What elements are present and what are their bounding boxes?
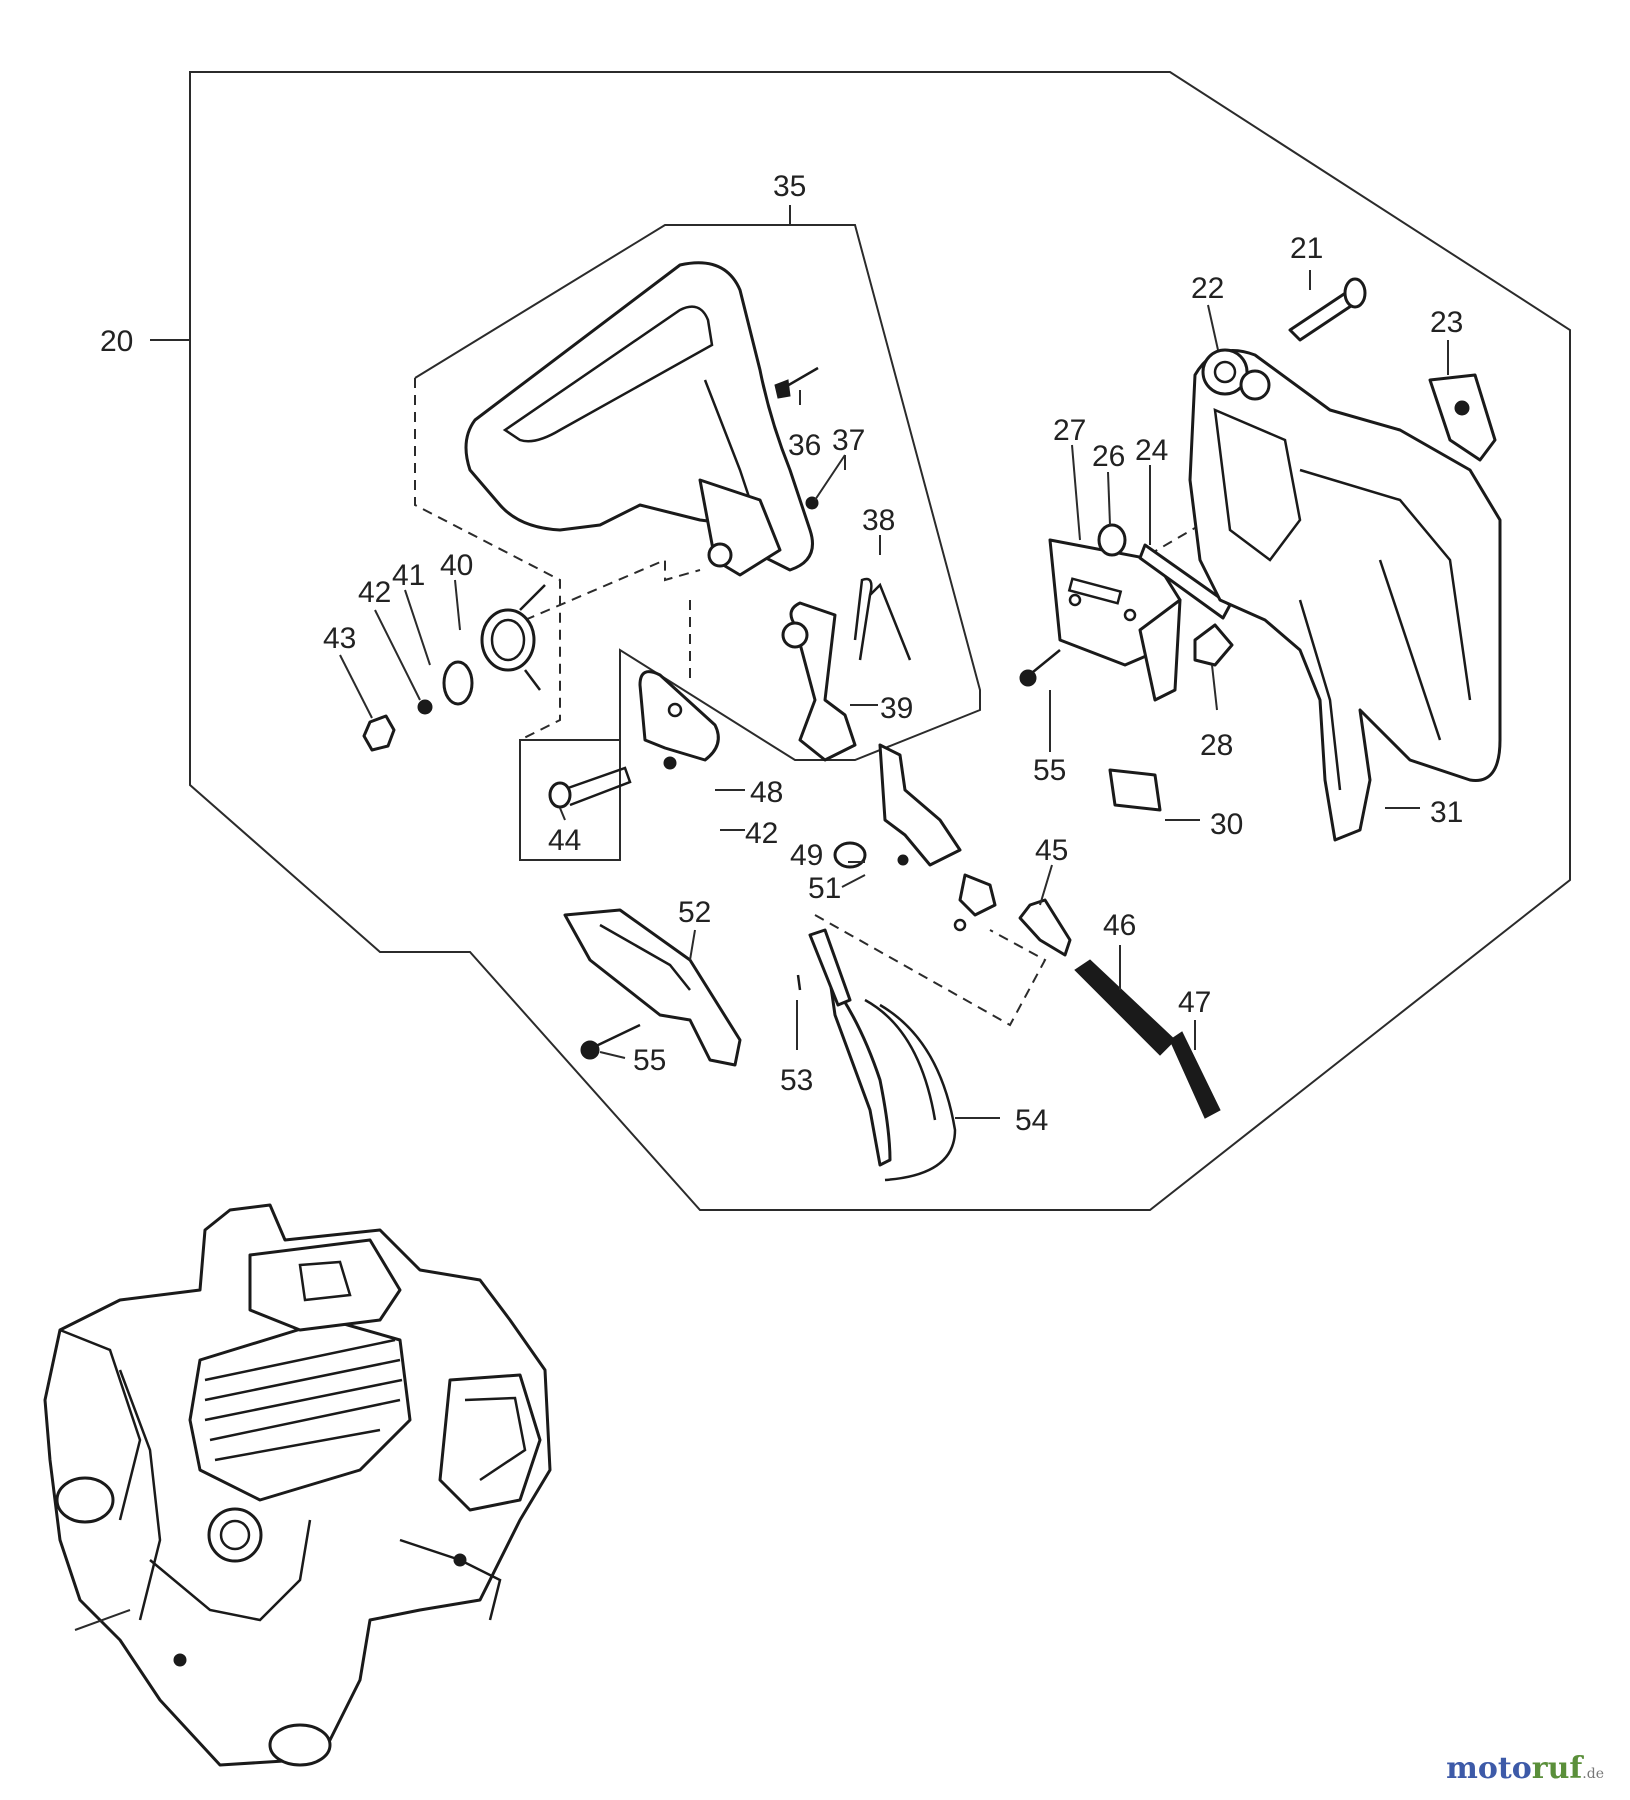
callout-54: 54 xyxy=(1015,1104,1048,1137)
pad-23-part xyxy=(1428,373,1497,462)
coil-spring-46-part xyxy=(1074,959,1176,1056)
callout-26: 26 xyxy=(1092,440,1125,473)
watermark-tld: .de xyxy=(1582,1766,1604,1782)
hand-guard-part xyxy=(464,261,814,577)
callout-labels: 20 35 21 22 23 27 26 24 28 55 30 31 36 3… xyxy=(100,170,1463,1137)
callout-38: 38 xyxy=(862,504,895,537)
watermark-part1: moto xyxy=(1446,1751,1532,1786)
bolt-21-part xyxy=(1288,277,1367,342)
callout-24: 24 xyxy=(1135,434,1168,467)
callout-27: 27 xyxy=(1053,414,1086,447)
callout-51: 51 xyxy=(808,872,841,905)
guide-dashed-1 xyxy=(414,378,561,741)
screw-55-part xyxy=(580,1023,641,1060)
callout-55b: 55 xyxy=(1033,754,1066,787)
washer-part xyxy=(442,660,474,706)
callout-30: 30 xyxy=(1210,808,1243,841)
callout-46: 46 xyxy=(1103,909,1136,942)
coil-spring-part xyxy=(480,584,546,691)
callout-31: 31 xyxy=(1430,796,1463,829)
stud-part xyxy=(1138,543,1232,620)
callout-40: 40 xyxy=(440,549,473,582)
callout-23: 23 xyxy=(1430,306,1463,339)
bracket-plate-part xyxy=(638,670,720,770)
callout-35: 35 xyxy=(773,170,806,203)
engine-block xyxy=(43,1203,552,1767)
callout-22: 22 xyxy=(1191,272,1224,305)
watermark-part2: ruf xyxy=(1531,1751,1583,1786)
callout-28: 28 xyxy=(1200,729,1233,762)
guide-dashed-4 xyxy=(814,914,1047,1027)
screw-55b-part xyxy=(1019,649,1061,687)
spring-wire-part xyxy=(853,577,912,661)
brake-band-part xyxy=(808,928,957,1182)
pin-53-part xyxy=(796,974,802,991)
site-watermark: motoruf.de xyxy=(1446,1751,1604,1786)
assembly-boundary xyxy=(189,71,1571,1211)
lever-part xyxy=(781,601,857,762)
callout-53: 53 xyxy=(780,1064,813,1097)
callout-43: 43 xyxy=(323,622,356,655)
callout-45: 45 xyxy=(1035,834,1068,867)
clutch-cover-part xyxy=(1188,348,1502,842)
callout-37: 37 xyxy=(832,424,865,457)
pin-part xyxy=(1018,898,1072,957)
callout-39: 39 xyxy=(880,692,913,725)
brake-lever-part xyxy=(833,743,997,932)
callout-20: 20 xyxy=(100,325,133,358)
leader-lines xyxy=(150,205,1449,1119)
screw-part xyxy=(774,366,819,399)
callout-21: 21 xyxy=(1290,232,1323,265)
callout-44: 44 xyxy=(548,824,581,857)
nut-26-part xyxy=(1097,523,1127,557)
coil-spring-47-part xyxy=(1169,1031,1221,1119)
guide-dashed-2 xyxy=(524,558,701,621)
callout-47: 47 xyxy=(1178,986,1211,1019)
nut-small-part xyxy=(417,699,433,715)
callout-42a: 42 xyxy=(358,576,391,609)
side-cover-part xyxy=(563,908,742,1067)
callout-52: 52 xyxy=(678,896,711,929)
callout-48: 48 xyxy=(750,776,783,809)
callout-41: 41 xyxy=(392,559,425,592)
bolt-part xyxy=(548,766,632,809)
callout-55a: 55 xyxy=(633,1044,666,1077)
small-plate-part xyxy=(1108,768,1162,812)
callout-36: 36 xyxy=(788,429,821,462)
hex-nut-part xyxy=(362,714,396,752)
callout-49: 49 xyxy=(790,839,823,872)
callout-42b: 42 xyxy=(745,817,778,850)
adjuster-part xyxy=(1193,623,1234,667)
